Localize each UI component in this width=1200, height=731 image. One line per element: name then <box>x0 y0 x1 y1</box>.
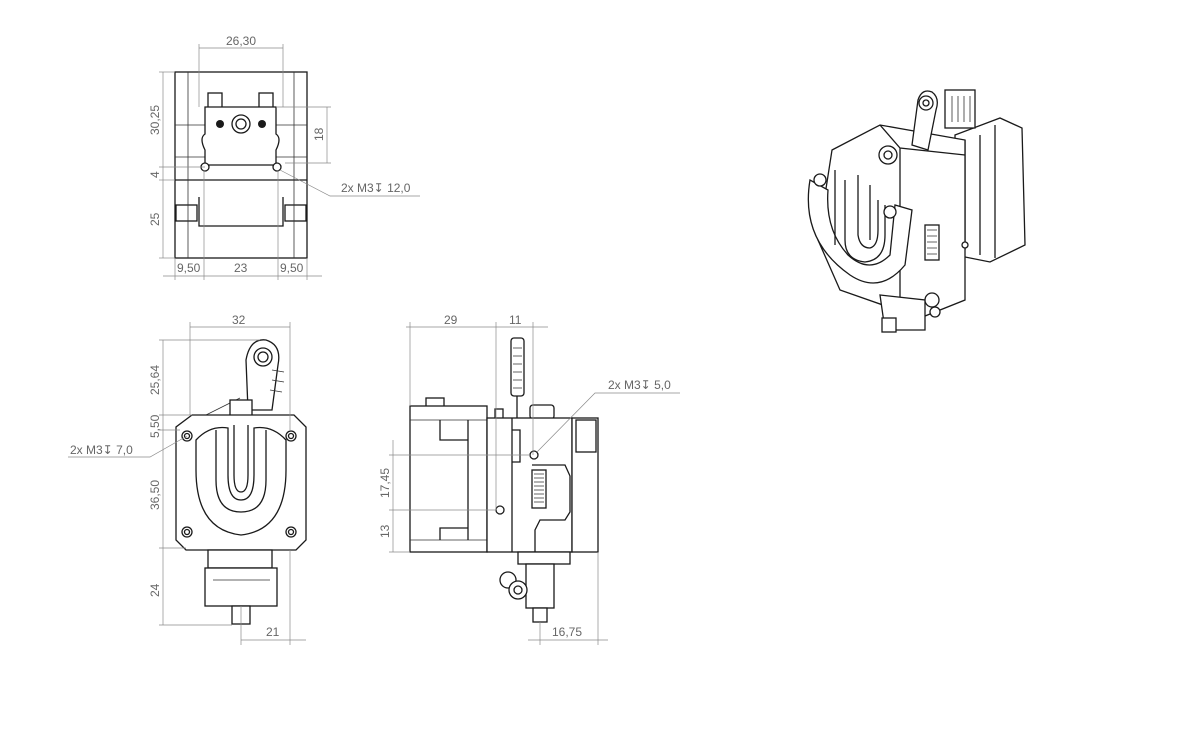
dim-label: 13 <box>378 524 392 538</box>
dim-label: 32 <box>232 313 246 327</box>
dim-label: 29 <box>444 313 458 327</box>
dim-label: 9,50 <box>177 261 201 275</box>
dim-label: 23 <box>234 261 248 275</box>
dim-label: 9,50 <box>280 261 304 275</box>
thread-note: 2x M3↧ 7,0 <box>70 443 133 457</box>
dim-label: 36,50 <box>148 480 162 510</box>
dim-label: 17,45 <box>378 468 392 498</box>
dim-label: 4 <box>148 171 162 178</box>
side-view-dimensions: 29 11 17,45 13 16,75 2x M3↧ 5,0 <box>378 313 680 645</box>
thread-note: 2x M3↧ 12,0 <box>341 181 411 195</box>
dim-label: 25,64 <box>148 365 162 395</box>
dim-label: 16,75 <box>552 625 582 639</box>
dim-label: 26,30 <box>226 34 256 48</box>
front-view-dimensions: 32 25,64 5,50 36,50 24 21 2x M3↧ 7,0 <box>68 313 306 645</box>
thread-note: 2x M3↧ 5,0 <box>608 378 671 392</box>
dim-label: 11 <box>509 313 522 327</box>
dim-label: 25 <box>148 212 162 226</box>
top-view <box>174 71 308 259</box>
dim-label: 21 <box>266 625 280 639</box>
dim-label: 5,50 <box>148 414 162 438</box>
front-view <box>175 339 307 625</box>
dim-label: 18 <box>312 127 326 141</box>
isometric-view <box>807 89 1026 333</box>
dim-label: 30,25 <box>148 105 162 135</box>
dim-label: 24 <box>148 583 162 597</box>
top-view-dimensions: 26,30 30,25 4 25 18 9,50 23 9,50 2x M3↧ … <box>148 34 420 280</box>
side-view <box>409 337 599 623</box>
